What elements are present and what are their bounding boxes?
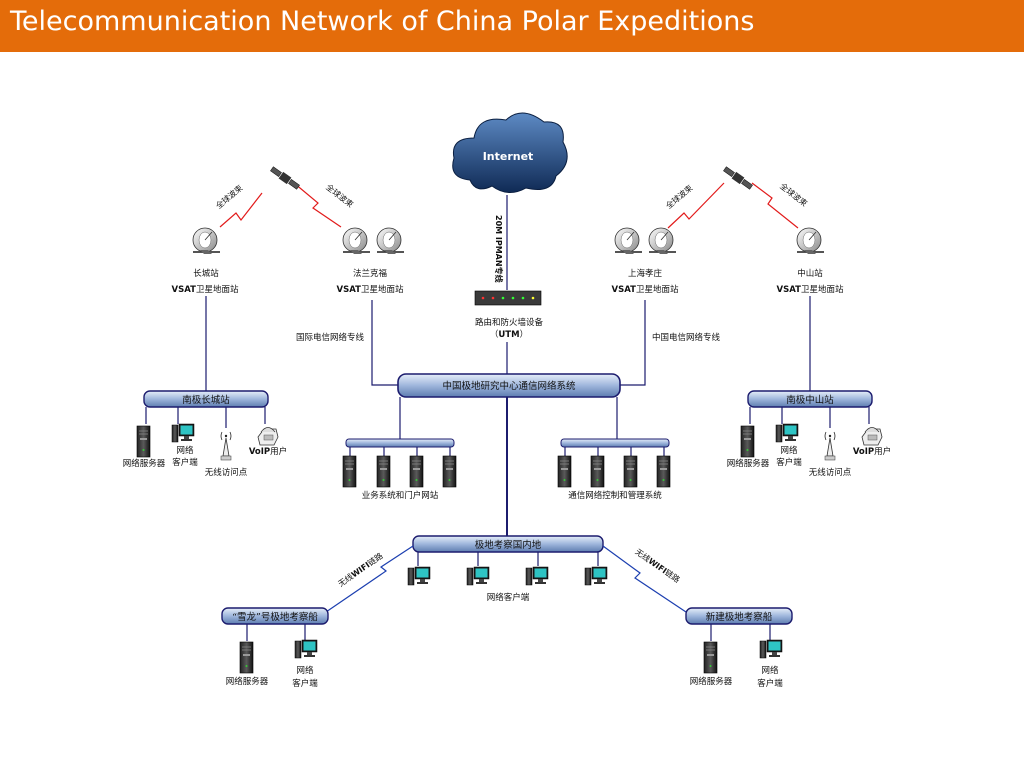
server-icon [590,455,605,488]
wifi-link-label: 无线WIFI链路 [633,546,682,584]
dish-icon [342,227,371,255]
center-network-label: 中国极地研究中心通信网络系统 [442,380,576,392]
center-network-bar [397,373,621,398]
client-pc-icon [775,423,799,443]
new-ship-bar [685,607,793,625]
client-label-2: 客户端 [172,457,198,468]
server-icon [656,455,671,488]
intl-line-label: 国际电信网络专线 [296,332,365,343]
station-name: 中山站 [797,268,823,279]
china-line [620,300,646,386]
client-pc-icon [294,639,318,659]
new-ship-label: 新建极地考察船 [706,611,773,623]
control-systems-label: 通信网络控制和管理系统 [568,490,662,501]
station-name: 法兰克福 [353,268,387,279]
server-icon [342,455,357,488]
client-pc-icon [759,639,783,659]
server-label: 网络服务器 [727,458,770,469]
control-systems-bar [560,438,670,448]
client-pc-icon [171,423,195,443]
satellite-beam-label: 全球波束 [214,183,245,211]
server-icon [376,455,391,488]
intl-line [371,300,398,386]
client-label-2: 客户端 [292,678,318,689]
server-icon [409,455,424,488]
wireless-ap-icon [220,431,232,461]
router-firewall-icon [474,290,542,306]
network-diagram: 全球波束 全球波束 全球波束 全球波束 长城站 VSAT卫星地面站 法兰克福 V… [123,112,891,689]
satellite-beam-label: 全球波束 [324,182,355,210]
title-bar: Telecommunication Network of China Polar… [0,0,1024,52]
station-type: VSAT卫星地面站 [337,284,404,295]
business-systems-label: 业务系统和门户网站 [362,490,439,501]
wifi-link-left [325,545,414,613]
server-icon [703,641,718,674]
internet-cloud-icon: Internet [452,112,568,193]
zhongshan-bar [747,390,873,408]
satellite-beam-label: 全球波束 [664,183,695,211]
station-name: 长城站 [193,268,219,279]
dish-icon [796,227,825,255]
voip-phone-icon [257,427,279,446]
satellite-beam-label: 全球波束 [778,181,809,209]
station-type: VSAT卫星地面站 [612,284,679,295]
domestic-label: 极地考察国内地 [475,539,542,551]
great-wall-bar [143,390,269,408]
server-label: 网络服务器 [690,676,733,687]
client-label: 网络 [780,445,798,456]
dish-icon [648,227,677,255]
client-label: 网络 [761,665,779,676]
china-line-label: 中国电信网络专线 [652,332,721,343]
wireless-ap-icon [824,431,836,461]
client-pc-icon [584,566,608,586]
server-label: 网络服务器 [123,458,166,469]
wifi-link-right [602,545,687,613]
domestic-clients-label: 网络客户端 [487,592,530,603]
client-label-2: 客户端 [757,678,783,689]
voip-label: VoIP用户 [249,446,287,457]
domestic-bar [412,535,604,553]
xuelong-bar [221,607,329,625]
ap-label: 无线访问点 [205,467,248,478]
satellite-icon [270,166,300,190]
voip-label: VoIP用户 [853,446,891,457]
client-label: 网络 [296,665,314,676]
utm-label-2: （UTM） [490,329,528,340]
wifi-link-label: 无线WIFI链路 [336,550,385,588]
satellite-link-right: 全球波束 全球波束 [664,166,810,229]
zhongshan-label: 南极中山站 [786,394,834,406]
client-pc-icon [407,566,431,586]
server-label: 网络服务器 [226,676,269,687]
dish-icon [376,227,405,255]
server-icon [557,455,572,488]
station-type: VSAT卫星地面站 [777,284,844,295]
internet-label: Internet [483,150,534,163]
client-label-2: 客户端 [776,457,802,468]
ap-label: 无线访问点 [809,467,852,478]
dish-icon [192,227,221,255]
business-systems-bar [345,438,455,448]
station-name: 上海孝庄 [628,268,663,279]
server-icon [442,455,457,488]
satellite-icon [723,166,753,190]
page-title: Telecommunication Network of China Polar… [10,6,755,37]
client-label: 网络 [176,445,194,456]
xuelong-label: “雪龙”号极地考察船 [232,611,318,623]
server-icon [623,455,638,488]
client-pc-icon [466,566,490,586]
server-icon [740,425,755,458]
voip-phone-icon [861,427,883,446]
station-type: VSAT卫星地面站 [172,284,239,295]
utm-label: 路由和防火墙设备 [475,317,544,328]
dish-icon [614,227,643,255]
server-icon [239,641,254,674]
trunk-line-label: 20M IPMAN专线 [494,215,504,283]
server-icon [136,425,151,458]
satellite-link-left: 全球波束 全球波束 [214,166,356,228]
great-wall-label: 南极长城站 [182,394,230,406]
client-pc-icon [525,566,549,586]
